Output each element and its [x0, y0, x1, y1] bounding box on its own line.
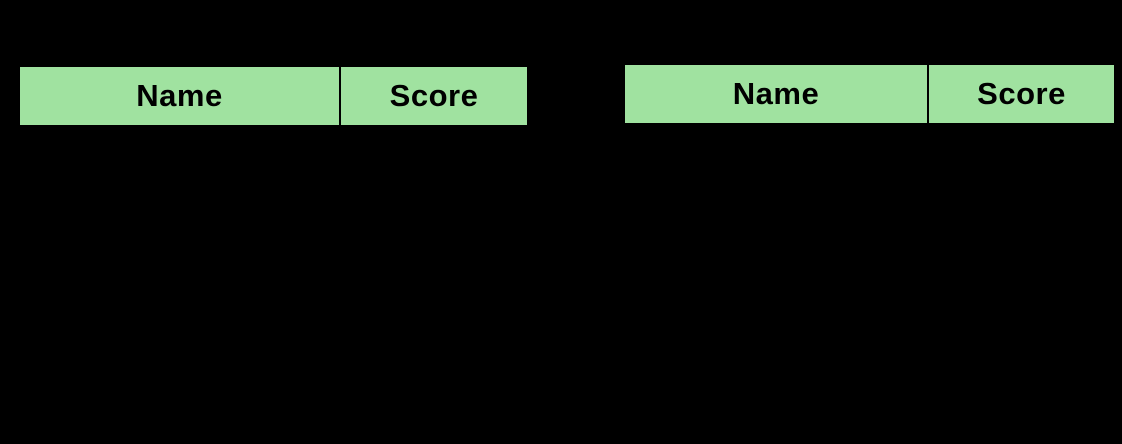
left-table-header-row: Name Score: [18, 65, 529, 127]
right-table-header-row: Name Score: [623, 63, 1116, 125]
left-table-score-column-header: Score: [339, 65, 529, 127]
left-score-table: Name Score: [18, 65, 529, 127]
right-score-table: Name Score: [623, 63, 1116, 125]
right-table-name-column-header: Name: [623, 63, 929, 125]
left-table-name-column-header: Name: [18, 65, 341, 127]
right-table-score-column-header: Score: [927, 63, 1116, 125]
